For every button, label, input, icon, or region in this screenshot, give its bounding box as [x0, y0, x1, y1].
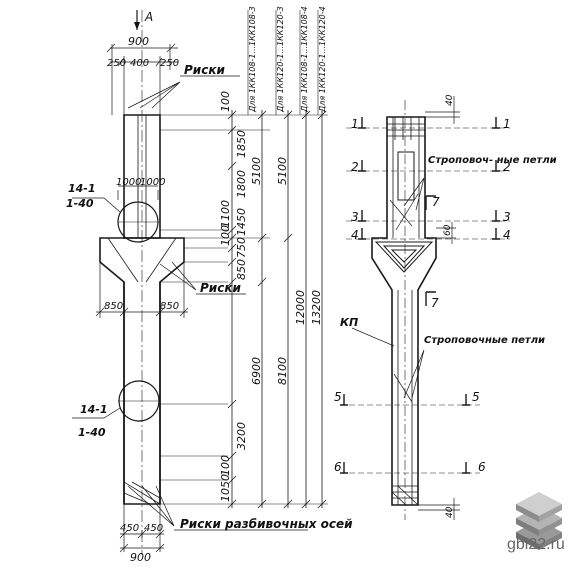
section-5-right: 5	[472, 390, 480, 404]
section-4-left: 4	[351, 228, 359, 242]
console-dim-lines	[95, 262, 189, 318]
dim-v5100b: 5100	[276, 157, 289, 185]
section-marks	[340, 117, 510, 474]
view-a-marker	[134, 10, 140, 30]
dim-right-bottom: 40	[445, 506, 455, 518]
column-outline-left	[99, 10, 185, 555]
vertical-dim-texts: 100 1850 1800 1100 100 1450 750 850 3200…	[219, 91, 323, 502]
dim-v1800: 1800	[235, 170, 248, 198]
dim-v3200: 3200	[235, 422, 248, 450]
header-note-4: Для 1КК120-1...1КК120-4	[318, 6, 327, 113]
riski-bottom-label: Риски разбивочных осей	[180, 517, 353, 531]
head-dim-lines	[117, 185, 159, 200]
section-5-left: 5	[334, 390, 342, 404]
section-3-right: 3	[503, 210, 511, 224]
node-lower-bottom: 1-40	[78, 426, 106, 439]
node-upper-top: 14-1	[68, 182, 96, 195]
dim-v750: 750	[235, 237, 248, 258]
node-lower-top: 14-1	[80, 403, 108, 416]
dim-v5100a: 5100	[250, 157, 263, 185]
section-7-bottom: 7	[431, 296, 439, 310]
header-note-2: Для 1КК120-1...1КК120-3	[276, 6, 285, 113]
top-dimension-lines	[106, 43, 178, 115]
watermark-logo	[516, 492, 562, 550]
dim-v8100: 8100	[276, 357, 289, 385]
header-notes: Для 1КК108-1...1КК108-3 Для 1КК120-1...1…	[248, 6, 327, 113]
riski-mid-label: Риски	[200, 281, 241, 295]
dim-v100-low: 100	[219, 455, 232, 476]
dim-head-2: 1000	[140, 177, 165, 188]
dim-v100-mid: 100	[219, 225, 232, 246]
section-1-right: 1	[503, 117, 511, 131]
dim-console-right: 850	[160, 301, 179, 312]
section-7-top: 7	[432, 195, 440, 209]
dim-v6900: 6900	[250, 357, 263, 385]
dim-console-left: 850	[104, 301, 123, 312]
dim-v13200: 13200	[310, 290, 323, 325]
dim-top-right: 250	[160, 58, 179, 69]
stroop-bottom-label: Строповочные петли	[424, 335, 545, 346]
dim-v1450: 1450	[235, 208, 248, 236]
right-leaders	[351, 177, 425, 399]
node-upper-bottom: 1-40	[66, 197, 94, 210]
section-6-left: 6	[334, 460, 342, 474]
section-3-left: 3	[351, 210, 359, 224]
section-numbers: 1 1 2 2 3 3 4 4 5 5 6 6 7 7	[334, 117, 511, 474]
header-note-1: Для 1КК108-1...1КК108-3	[248, 6, 257, 113]
stroop-top-label: Строповоч- ные петли	[428, 155, 557, 166]
node-circles	[117, 201, 160, 422]
bottom-dim-lines	[119, 504, 165, 553]
section-2-left: 2	[351, 160, 359, 174]
header-note-3: Для 1КК108-1...1КК108-4	[300, 6, 309, 113]
dim-top-mid: 400	[130, 58, 149, 69]
riski-leaders	[127, 75, 308, 531]
section-2-right: 2	[503, 160, 511, 174]
dim-head-1: 1000	[116, 177, 141, 188]
dim-v850: 850	[235, 259, 248, 280]
section-6-right: 6	[478, 460, 486, 474]
dim-v1050: 1050	[219, 474, 232, 502]
dim-v12000: 12000	[294, 290, 307, 325]
dim-right-top: 40	[445, 94, 455, 106]
riski-top-label: Риски	[184, 63, 225, 77]
extension-lines	[160, 110, 328, 509]
dim-top-left: 250	[107, 58, 126, 69]
kp-label: КП	[340, 316, 358, 329]
view-a-label: А	[144, 10, 153, 24]
dim-v1100: 1100	[219, 200, 232, 228]
header-note-leaders	[247, 10, 319, 115]
dim-top-total: 900	[128, 35, 149, 48]
section-4-right: 4	[503, 228, 511, 242]
right-dim-lines	[418, 96, 460, 520]
node-callout-leaders	[72, 197, 121, 419]
column-outline-right	[371, 100, 437, 520]
dim-v100-top: 100	[219, 91, 232, 112]
dim-v1850: 1850	[235, 130, 248, 158]
dim-bottom-right: 450	[144, 523, 163, 534]
dim-bottom-left: 450	[120, 523, 139, 534]
watermark-text: gbi22.ru	[507, 536, 565, 553]
dim-bottom-total: 900	[130, 551, 151, 564]
dim-right-mid: 60	[443, 224, 453, 236]
section-1-left: 1	[351, 117, 359, 131]
